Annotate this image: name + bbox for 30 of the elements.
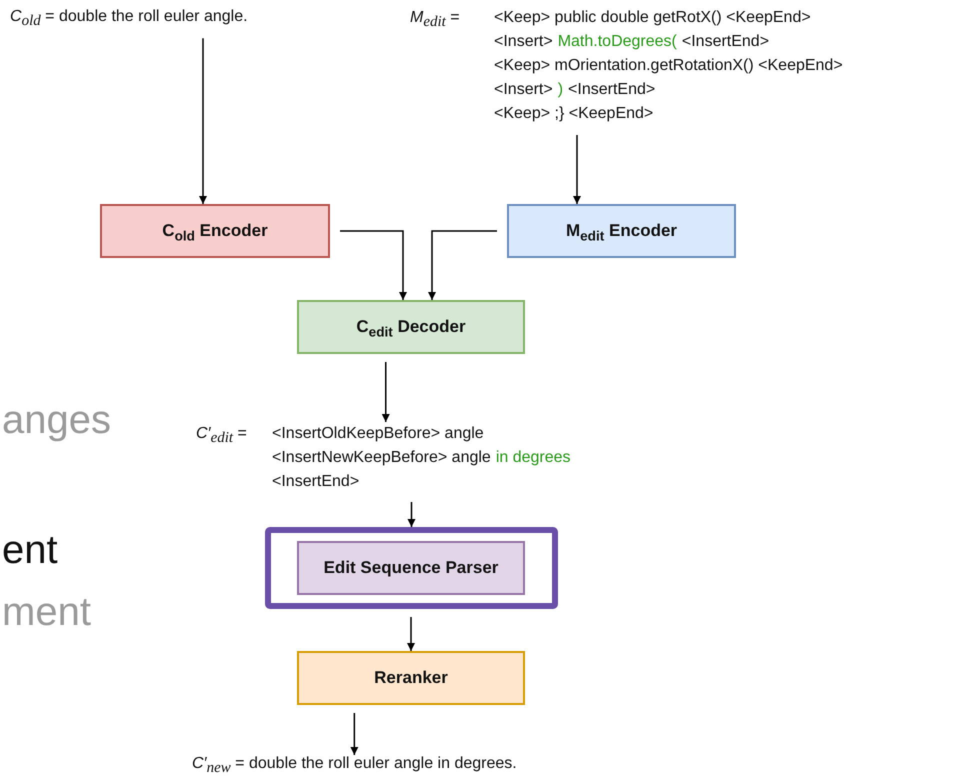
arrow: [428, 230, 497, 300]
encoder-box: M$_{edit}$ Encoder: [507, 204, 736, 258]
reranker-box: Reranker: [297, 651, 525, 705]
arrow: [350, 713, 358, 755]
arrow: [340, 230, 407, 300]
code-text: <InsertEnd>: [682, 32, 770, 52]
encoder-box: C$_{old}$ Encoder: [100, 204, 330, 258]
code-text: <Insert>: [494, 32, 553, 52]
parser-box: Edit Sequence Parser: [297, 541, 525, 595]
arrow: [382, 362, 390, 422]
arrow: [407, 617, 415, 651]
arrow: [408, 502, 416, 527]
code-text: <InsertOldKeepBefore> angle: [272, 424, 484, 444]
inserted-code: Math.toDegrees(: [558, 32, 677, 52]
code-text: <InsertNewKeepBefore> angle: [272, 448, 491, 468]
slide-text-fragment: ment: [2, 590, 91, 635]
slide-text-fragment: ent: [2, 528, 58, 573]
code-text: <Keep> mOrientation.getRotationX() <KeepEnd>: [494, 56, 843, 76]
arrow: [573, 135, 581, 204]
highlight-frame: [265, 527, 558, 609]
arrow: [199, 38, 207, 204]
code-text: <Keep> public double getRotX() <KeepEnd>: [494, 8, 811, 28]
inserted-code: in degrees: [496, 448, 571, 468]
slide-text-fragment: anges: [2, 398, 111, 443]
inserted-code: ): [558, 80, 564, 100]
code-text: <InsertEnd>: [568, 80, 656, 100]
decoder-box: C$_{edit}$ Decoder: [297, 300, 525, 354]
code-text: <InsertEnd>: [272, 472, 360, 492]
code-text: <Keep> ;} <KeepEnd>: [494, 104, 654, 124]
code-text: <Insert>: [494, 80, 553, 100]
